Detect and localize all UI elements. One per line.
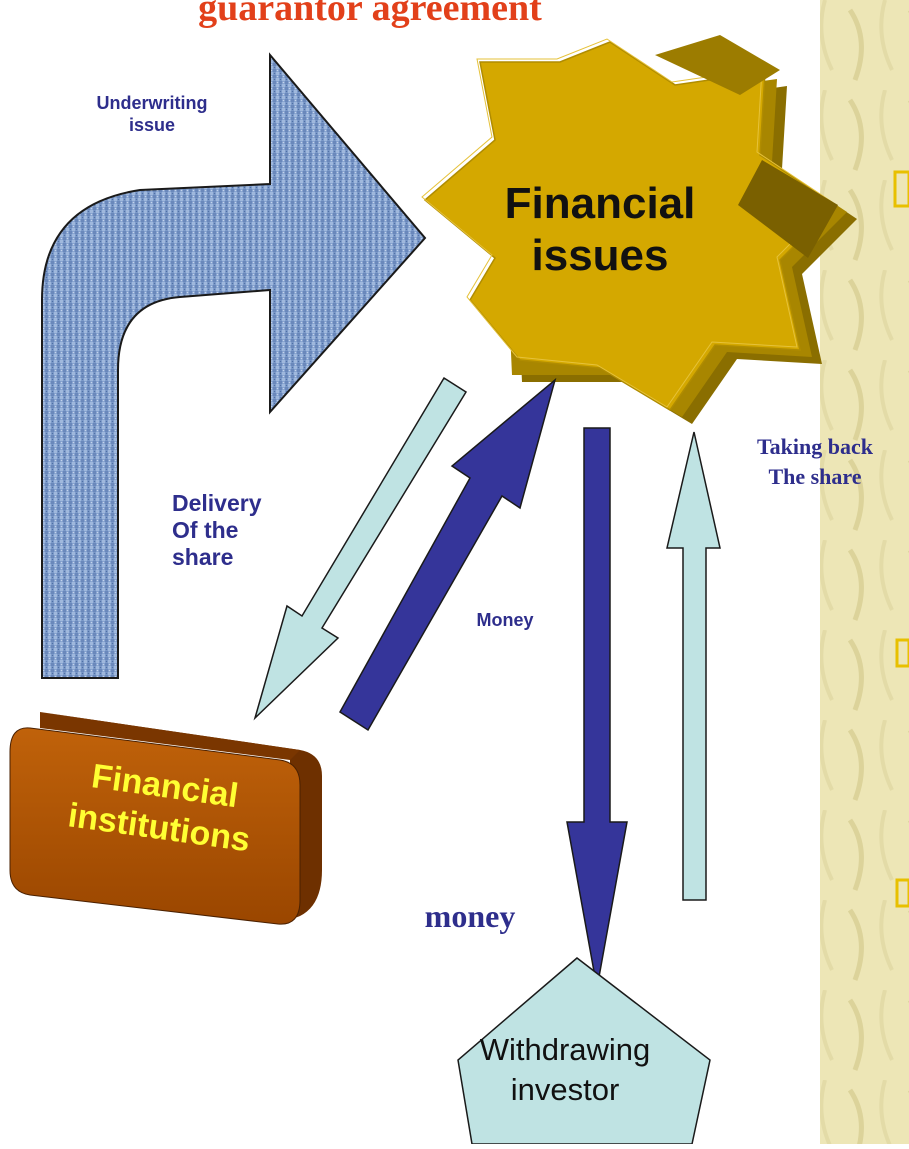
money-label-large: money: [424, 898, 516, 934]
financial-institutions-box: [9, 712, 322, 925]
taking-back-share-label: Taking back The share: [757, 434, 873, 489]
delivery-of-share-label: Delivery Of the share: [172, 490, 262, 570]
panel-bullet: [895, 878, 909, 908]
money-down-arrow: [566, 427, 628, 989]
panel-bullet: [893, 170, 909, 208]
underwriting-curved-arrow: [41, 52, 427, 679]
taking-back-up-arrow: [666, 431, 721, 901]
delivery-arrow: [253, 376, 468, 721]
money-diagonal-arrow: [339, 377, 557, 732]
underwriting-issue-label: Underwriting issue: [96, 93, 208, 135]
withdrawing-investor-label: Withdrawing investor: [479, 1032, 651, 1107]
financial-issues-star: [421, 35, 857, 424]
panel-bullet: [895, 638, 909, 668]
money-label-small: Money: [476, 610, 534, 630]
diagram-title: guarantor agreement: [198, 0, 542, 29]
financial-issues-label: Financial issues: [504, 179, 696, 280]
